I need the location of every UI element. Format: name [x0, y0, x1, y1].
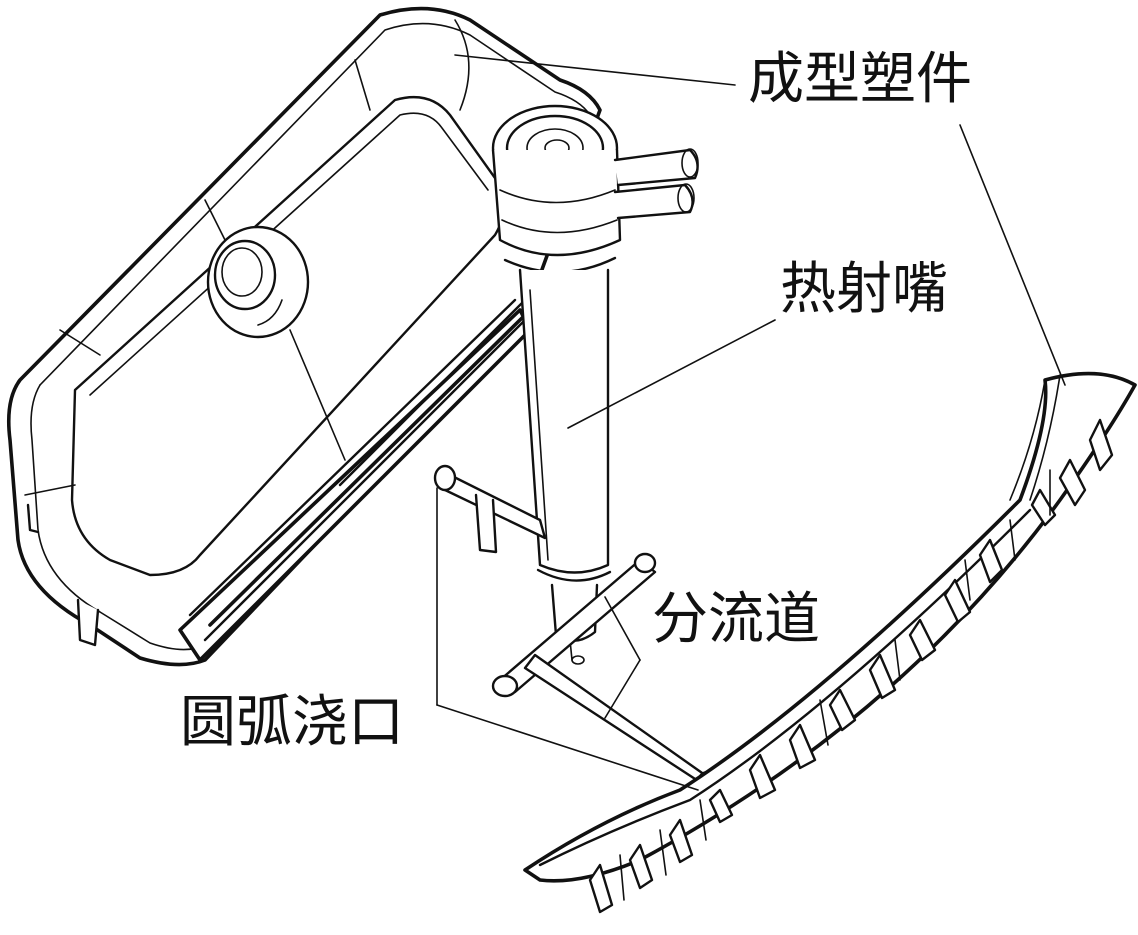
lower-rim-shape: [523, 371, 1137, 914]
label-arc-gate: 圆弧浇口: [180, 690, 404, 755]
label-runner: 分流道: [652, 587, 820, 652]
rim-ribs: [588, 418, 1114, 914]
hot-nozzle-shape: [491, 104, 699, 665]
round-boss: [206, 225, 310, 339]
molded-part-shape: [6, 6, 602, 667]
label-hot-nozzle: 热射嘴: [780, 257, 948, 322]
leader-lines: [436, 54, 1066, 791]
label-molded-part: 成型塑件: [748, 47, 972, 112]
